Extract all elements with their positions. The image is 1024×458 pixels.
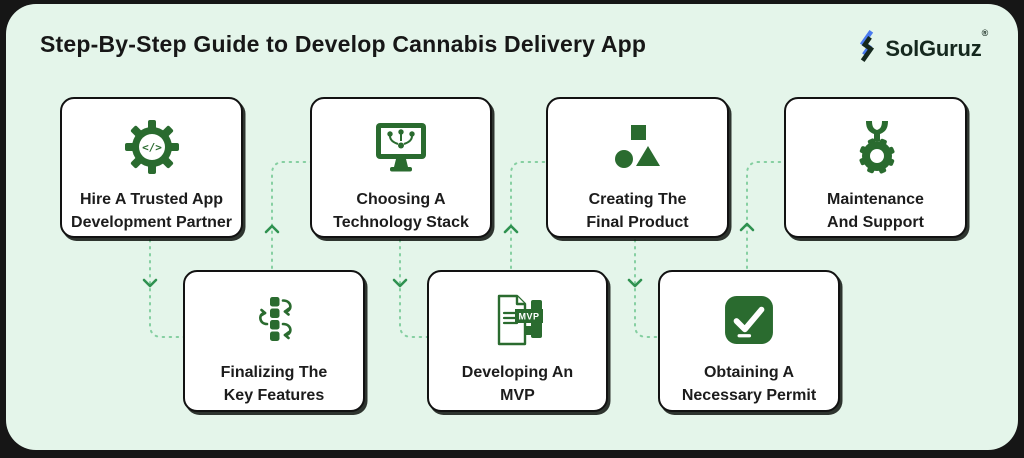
- svg-text:</>: </>: [142, 141, 162, 154]
- feature-list-icon: [248, 289, 300, 351]
- tech-stack-monitor-icon: [373, 116, 429, 178]
- mvp-document-icon: MVP: [489, 289, 547, 351]
- solguruz-logo: SolGuruz®: [854, 27, 988, 68]
- registered-mark: ®: [981, 27, 989, 38]
- svg-text:MVP: MVP: [518, 312, 539, 322]
- logo-text: SolGuruz®: [885, 27, 988, 61]
- solguruz-s-icon: [854, 29, 880, 68]
- gear-code-icon: </>: [124, 116, 180, 178]
- page-title: Step-By-Step Guide to Develop Cannabis D…: [40, 31, 647, 57]
- shapes-icon: [612, 116, 664, 178]
- gear-wrench-icon: [850, 116, 902, 178]
- check-square-icon: [724, 289, 774, 351]
